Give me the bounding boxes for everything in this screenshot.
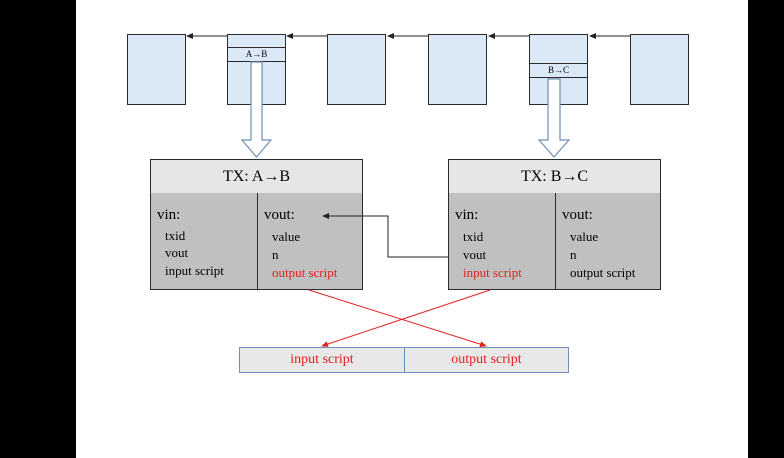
tx-bc-vout: vout: value n output script xyxy=(556,193,660,289)
input-script-to-combined xyxy=(321,289,491,347)
tx-ab-vout-output-script: output script xyxy=(272,265,338,280)
tx-ab-vin-txid: txid xyxy=(165,228,186,243)
block-1 xyxy=(127,34,186,105)
diagram-connectors xyxy=(186,33,630,348)
tx-ab-vout: vout: value n output script xyxy=(258,193,362,289)
tx-ab-vin-input-script: input script xyxy=(165,263,224,278)
tx-a-to-b: TX: A→B vin: txid vout input script vout… xyxy=(150,159,363,290)
tx-bc-vin-vout: vout xyxy=(463,247,487,262)
tx-ab-vout-label: vout: xyxy=(264,207,295,223)
tx-ab-vin: vin: txid vout input script xyxy=(151,193,258,289)
tx-ab-vout-value: value xyxy=(272,229,301,244)
tx-ab-vin-label: vin: xyxy=(157,207,181,223)
tx-ab-vout-n: n xyxy=(272,247,279,262)
expand-arrow-bc xyxy=(537,78,571,158)
tx-bc-vin-txid: txid xyxy=(463,229,484,244)
tx-bc-title: TX: B→C xyxy=(449,160,660,194)
vin-to-vout-link xyxy=(322,213,448,258)
block-3 xyxy=(327,34,386,105)
tx-bc-vin: vin: txid vout input script xyxy=(449,193,556,289)
tx-bc-vin-label: vin: xyxy=(455,207,479,223)
tx-ab-vin-vout: vout xyxy=(165,245,189,260)
combined-input-script: input script xyxy=(239,347,405,373)
tx-bc-vout-label: vout: xyxy=(562,207,593,223)
tx-bc-vout-n: n xyxy=(570,247,577,262)
expand-arrow-ab xyxy=(240,61,273,158)
tx-bc-vout-output-script: output script xyxy=(570,265,636,280)
output-script-to-combined xyxy=(308,289,487,348)
combined-output-script: output script xyxy=(404,347,569,373)
tx-bc-vin-input-script: input script xyxy=(463,265,522,280)
diagram-canvas: A→B B→C TX: A→B vin: txid vout input scr… xyxy=(76,0,748,458)
tx-bc-vout-value: value xyxy=(570,229,599,244)
block-tx-label-bc: B→C xyxy=(530,63,587,78)
tx-b-to-c: TX: B→C vin: txid vout input script vout… xyxy=(448,159,661,290)
block-6 xyxy=(630,34,689,105)
block-4 xyxy=(428,34,487,105)
